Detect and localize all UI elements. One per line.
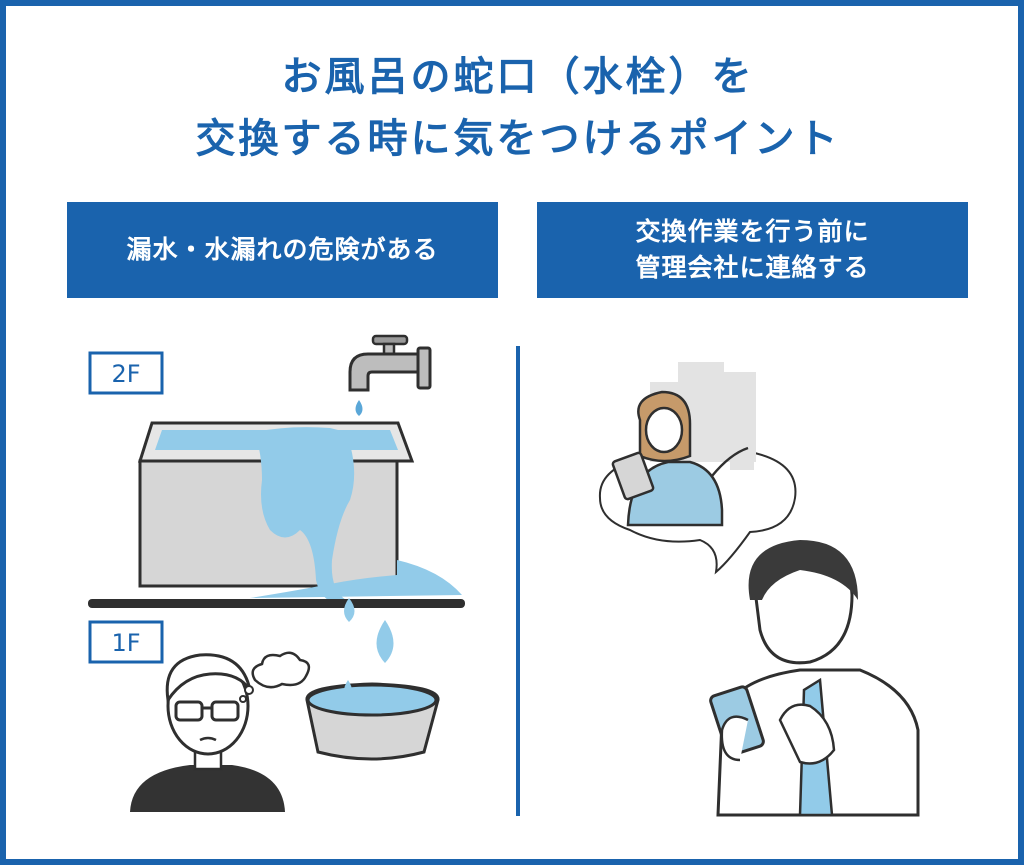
bathtub-icon bbox=[137, 421, 462, 604]
left-heading-box: 漏水・水漏れの危険がある bbox=[67, 202, 498, 298]
water-drop-icon bbox=[344, 598, 394, 663]
panel-divider bbox=[516, 346, 520, 816]
floor-slab bbox=[88, 599, 465, 608]
title-line-1: お風呂の蛇口（水栓）を bbox=[281, 54, 755, 100]
floor-tag-1f: 1F bbox=[88, 620, 164, 664]
title-line-2: 交換する時に気をつけるポイント bbox=[195, 116, 841, 162]
clerk-woman-icon bbox=[611, 390, 749, 527]
man-with-phone-icon bbox=[709, 540, 920, 817]
right-heading-line-2: 管理会社に連絡する bbox=[635, 253, 870, 282]
thought-bubble-icon bbox=[239, 651, 311, 703]
bucket-icon bbox=[305, 680, 440, 761]
right-heading-box: 交換作業を行う前に 管理会社に連絡する bbox=[537, 202, 968, 298]
worried-man-icon bbox=[130, 653, 285, 812]
floor-label-2f: 2F bbox=[111, 360, 140, 388]
left-heading-text: 漏水・水漏れの危険がある bbox=[126, 235, 439, 264]
faucet-icon bbox=[348, 334, 432, 416]
page-title: お風呂の蛇口（水栓）を 交換する時に気をつけるポイント bbox=[6, 46, 1024, 170]
right-heading-line-1: 交換作業を行う前に bbox=[635, 217, 870, 246]
floor-label-1f: 1F bbox=[111, 629, 140, 657]
floor-tag-2f: 2F bbox=[88, 351, 164, 395]
